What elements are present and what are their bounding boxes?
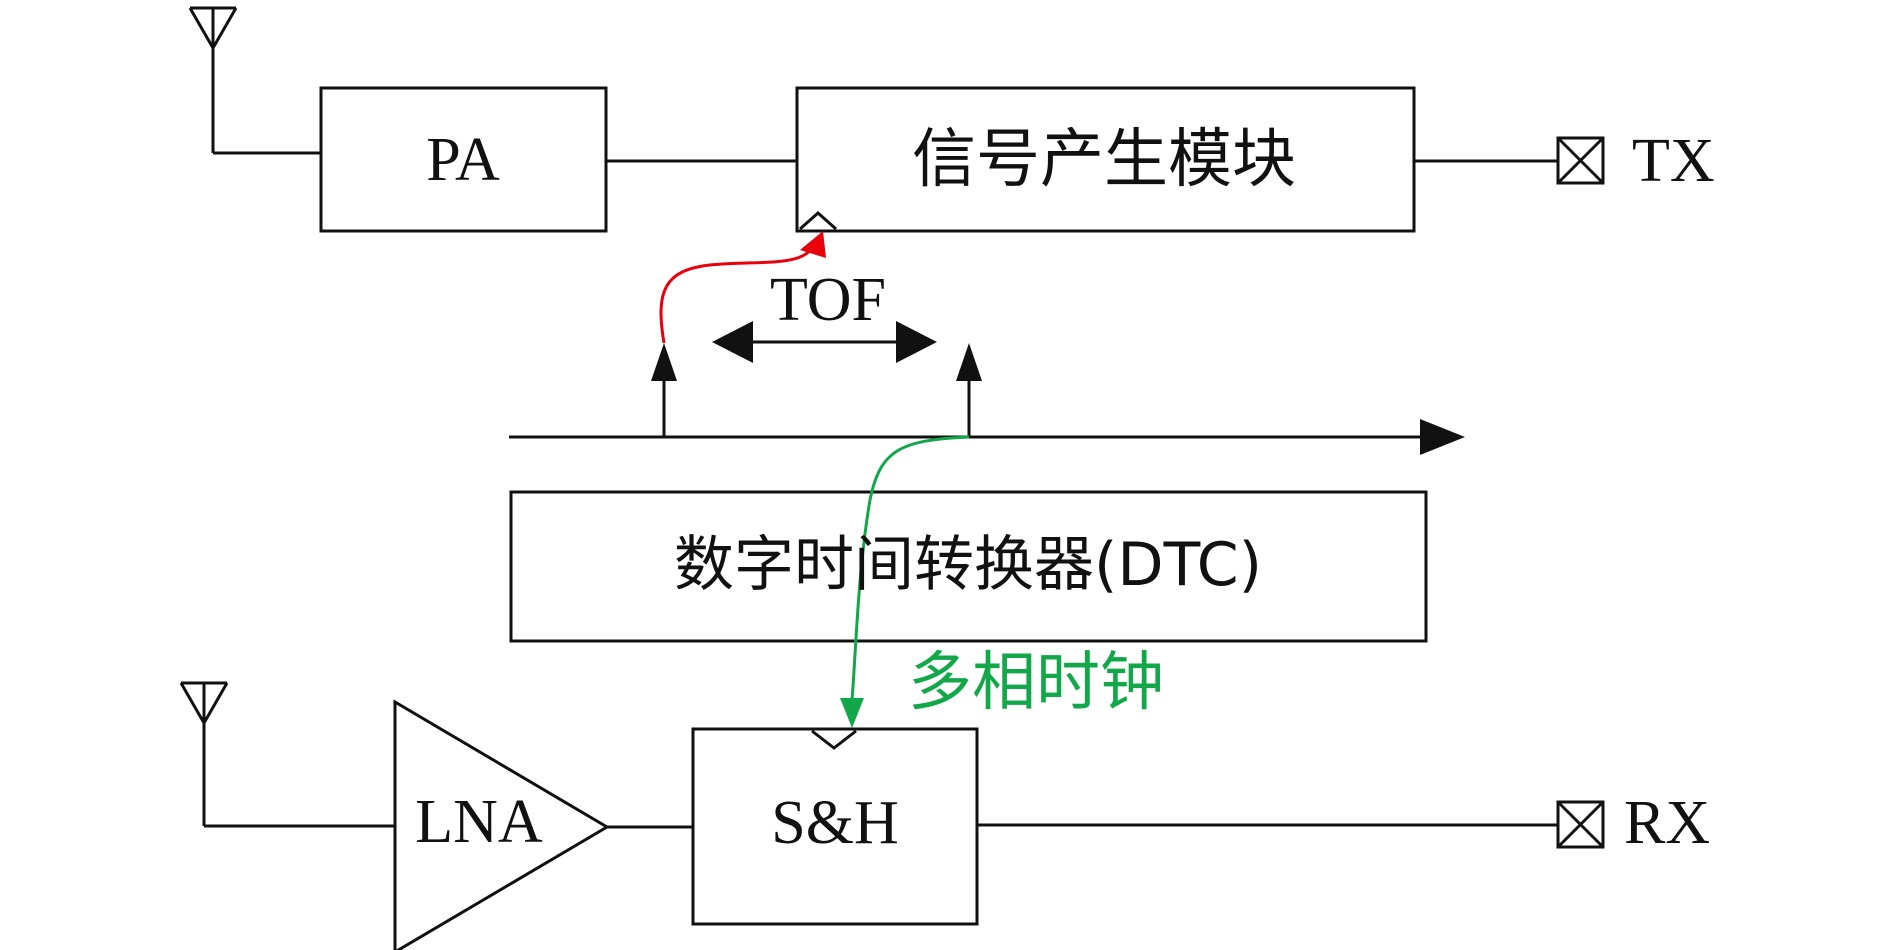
rx-sample-pulse-arrowhead-icon <box>956 343 982 381</box>
lna-label: LNA <box>415 788 543 856</box>
tx-port-icon <box>1556 136 1605 185</box>
dtc-block <box>509 490 1428 643</box>
tof-right-arrowhead-icon <box>896 321 937 363</box>
sh-label: S&H <box>771 789 898 857</box>
multiphase-clock-arrow <box>850 435 970 701</box>
rx-antenna-icon <box>179 681 395 828</box>
rx-port-icon <box>1556 800 1605 849</box>
tx-port-label: TX <box>1632 127 1715 195</box>
rx-port-label: RX <box>1624 789 1710 857</box>
tof-left-arrowhead-icon <box>712 321 753 363</box>
lna-amplifier <box>393 699 610 950</box>
signal-gen-label: 信号产生模块 <box>912 123 1296 197</box>
tx-trigger-arrow <box>659 243 816 344</box>
tof-label: TOF <box>770 266 886 334</box>
pa-label: PA <box>426 126 500 194</box>
time-axis-arrowhead-icon <box>1420 419 1465 455</box>
tx-trigger-arrowhead-icon <box>800 231 826 258</box>
multiphase-clock-label: 多相时钟 <box>908 646 1164 720</box>
signal-gen-clock-input-icon <box>799 210 837 231</box>
tx-antenna-icon <box>188 6 321 155</box>
sh-clock-input-icon <box>811 729 857 750</box>
dtc-label: 数字时间转换器(DTC) <box>674 530 1262 600</box>
tx-trigger-pulse-arrowhead-icon <box>651 343 677 381</box>
multiphase-clock-arrowhead-icon <box>840 698 864 728</box>
